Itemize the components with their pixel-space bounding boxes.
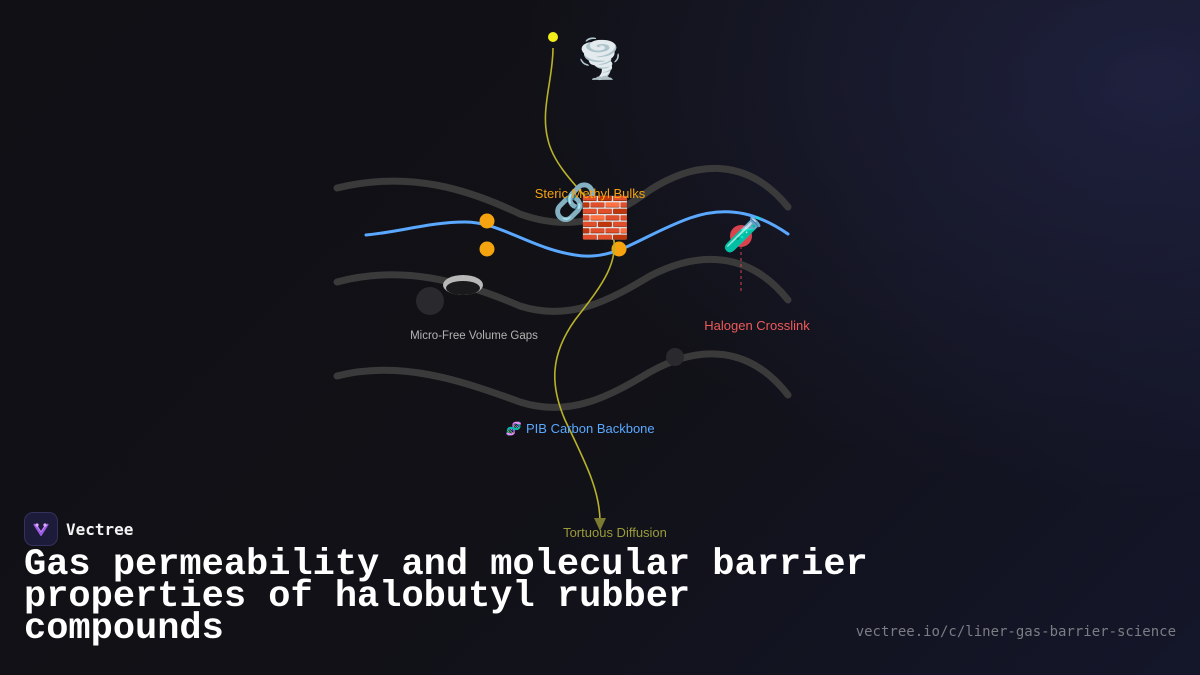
diffusion-path — [544, 47, 616, 523]
pib-backbone-label: PIB Carbon Backbone — [526, 421, 655, 436]
halogen-atom — [730, 225, 752, 247]
pib-backbone — [364, 210, 790, 258]
free-volume-gap — [416, 287, 444, 315]
bricks-icon: 🧱 — [580, 195, 630, 241]
tornado-icon: 🌪️ — [576, 36, 623, 82]
methyl-group — [479, 213, 495, 229]
methyl-group — [479, 241, 495, 257]
micro-gap-label: Micro-Free Volume Gaps — [410, 330, 538, 342]
vectree-logo-icon — [24, 512, 58, 546]
steric-methyl-label: Steric Methyl Bulks — [535, 186, 646, 201]
diffusion-label: Tortuous Diffusion — [563, 525, 667, 540]
micro-gap-hole-inner — [446, 281, 480, 295]
polymer-chain-1 — [333, 164, 792, 226]
methyl-group — [611, 241, 627, 257]
test-tube-icon: 🧪 — [723, 216, 765, 254]
dna-icon: 🧬 — [506, 420, 522, 437]
halogen-crosslink-label: Halogen Crosslink — [704, 318, 810, 333]
page-title: Gas permeability and molecular barrier p… — [24, 544, 868, 650]
brand-name: Vectree — [66, 519, 134, 539]
chain-icon: 🔗 — [553, 181, 598, 224]
brand: Vectree — [24, 512, 133, 546]
free-volume-gap — [666, 348, 684, 366]
gas-particle — [548, 32, 558, 42]
diffusion-arrow-head — [594, 518, 606, 531]
polymer-chain-3 — [333, 350, 792, 411]
source-url[interactable]: vectree.io/c/liner-gas-barrier-science — [855, 624, 1176, 640]
polymer-chain-2 — [333, 255, 792, 315]
